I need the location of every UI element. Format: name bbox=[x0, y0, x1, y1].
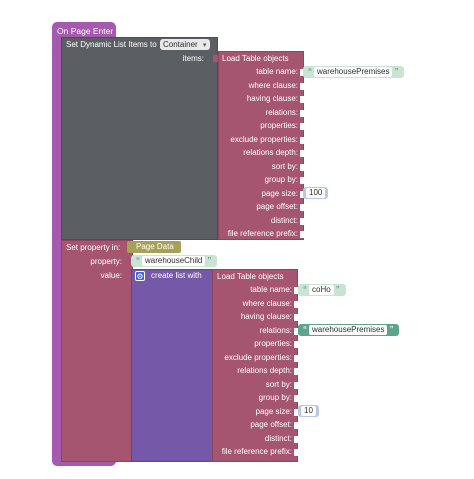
table-name-value-1[interactable]: “warehousePremises” bbox=[303, 66, 405, 78]
on-page-enter-label: On Page Enter bbox=[57, 26, 114, 36]
relations-text-2: warehousePremises bbox=[309, 325, 388, 335]
load-table_1-row-label: distinct: bbox=[270, 215, 298, 225]
load-table_2-input-slot[interactable] bbox=[294, 395, 299, 402]
page-size-text-1: 100 bbox=[306, 188, 326, 198]
set-property-block[interactable] bbox=[61, 240, 133, 462]
load-table_1-row-label: relations depth: bbox=[243, 148, 298, 157]
load-table_2-row-label: group by: bbox=[258, 393, 292, 402]
page-data-label: Page Data bbox=[136, 242, 174, 251]
quote-open-icon: “ bbox=[303, 285, 307, 294]
container-dropdown-value: Container bbox=[163, 40, 198, 49]
set-property-label: Set property in: bbox=[66, 243, 121, 252]
load-table_2-row-label: relations: bbox=[259, 325, 292, 335]
load-table_1-row-label: relations: bbox=[265, 107, 298, 117]
load-table_2-row-label: page offset: bbox=[250, 420, 292, 429]
load-table-title-1: Load Table objects bbox=[222, 54, 289, 63]
quote-close-icon: ” bbox=[394, 67, 399, 76]
load-table_2-input-slot[interactable] bbox=[294, 327, 299, 335]
quote-close-icon: ” bbox=[207, 256, 212, 265]
page-size-text-2: 10 bbox=[301, 406, 316, 416]
set-dynamic-list-block[interactable] bbox=[61, 37, 218, 240]
container-dropdown[interactable]: Container ▾ bbox=[160, 39, 210, 50]
table-name-text-2: coHo bbox=[309, 285, 334, 295]
page-size-value-1[interactable]: 100 bbox=[303, 187, 329, 199]
property-text: warehouseChild bbox=[142, 256, 206, 266]
load-table_2-input-slot[interactable] bbox=[294, 287, 299, 294]
load-table_2-row-label: page size: bbox=[255, 406, 292, 416]
load-table_1-input-slot[interactable] bbox=[300, 217, 305, 225]
load-table_2-input-slot[interactable] bbox=[294, 449, 299, 456]
load-table_2-input-slot[interactable] bbox=[294, 300, 299, 308]
items-input-slot bbox=[213, 55, 219, 62]
load-table_1-input-slot[interactable] bbox=[300, 69, 305, 76]
gear-icon[interactable]: ⚙ bbox=[135, 271, 145, 281]
page-data-block[interactable] bbox=[127, 241, 181, 253]
load-table_1-row-label: where clause: bbox=[248, 80, 298, 90]
load-table_1-row-label: file reference prefix: bbox=[227, 229, 298, 238]
table-name-text-1: warehousePremises bbox=[314, 67, 393, 77]
load-table_2-input-slot[interactable] bbox=[294, 314, 299, 321]
load-table_2-row-label: file reference prefix: bbox=[221, 447, 292, 456]
load-table_1-row-label: page offset: bbox=[256, 202, 298, 211]
load-table_1-input-slot[interactable] bbox=[300, 177, 305, 184]
load-table_2-row-label: sort by: bbox=[265, 379, 292, 389]
load-table_2-input-slot[interactable] bbox=[294, 408, 299, 416]
value-label: value: bbox=[100, 271, 122, 280]
load-table_1-input-slot[interactable] bbox=[300, 123, 305, 130]
items-label: items: bbox=[182, 54, 204, 63]
load-table_1-input-slot[interactable] bbox=[300, 163, 305, 171]
table-name-value-2[interactable]: “coHo” bbox=[298, 284, 346, 296]
load-table_1-input-slot[interactable] bbox=[300, 109, 305, 117]
load-table_1-row-label: exclude properties: bbox=[230, 134, 298, 144]
load-table_2-row-label: having clause: bbox=[240, 312, 292, 321]
property-value[interactable]: “warehouseChild” bbox=[131, 255, 218, 267]
load-table_1-row-label: page size: bbox=[261, 188, 298, 198]
load-table_1-row-label: group by: bbox=[264, 175, 298, 184]
page-size-value-2[interactable]: 10 bbox=[298, 405, 319, 417]
load-table_1-row-label: sort by: bbox=[271, 161, 298, 171]
load-table_1-row-label: having clause: bbox=[246, 94, 298, 103]
load-table_1-input-slot[interactable] bbox=[300, 231, 305, 238]
quote-open-icon: “ bbox=[308, 67, 312, 76]
create-list-label: create list with bbox=[151, 271, 202, 280]
load-table_2-row-label: relations depth: bbox=[237, 366, 292, 375]
quote-close-icon: ” bbox=[335, 285, 340, 294]
load-table-block-2[interactable] bbox=[212, 269, 298, 462]
load-table_1-input-slot[interactable] bbox=[300, 96, 305, 103]
load-table-title-2: Load Table objects bbox=[217, 272, 284, 281]
load-table_2-input-slot[interactable] bbox=[294, 341, 299, 348]
load-table_1-input-slot[interactable] bbox=[300, 136, 305, 144]
load-table_1-input-slot[interactable] bbox=[300, 190, 305, 198]
load-table_2-row-label: table name: bbox=[250, 285, 292, 294]
load-table_1-row-label: properties: bbox=[260, 121, 298, 130]
load-table_2-input-slot[interactable] bbox=[294, 368, 299, 375]
load-table_1-input-slot[interactable] bbox=[300, 204, 305, 211]
load-table_2-input-slot[interactable] bbox=[294, 381, 299, 389]
load-table_2-row-label: where clause: bbox=[242, 298, 292, 308]
load-table_1-input-slot[interactable] bbox=[300, 82, 305, 90]
quote-open-icon: “ bbox=[303, 325, 307, 334]
quote-close-icon: ” bbox=[389, 325, 394, 334]
property-label: property: bbox=[90, 257, 122, 266]
chevron-down-icon: ▾ bbox=[202, 42, 207, 49]
load-table_2-input-slot[interactable] bbox=[294, 422, 299, 429]
load-table_1-input-slot[interactable] bbox=[300, 150, 305, 157]
quote-open-icon: “ bbox=[136, 256, 140, 265]
load-table_2-row-label: properties: bbox=[254, 339, 292, 348]
load-table_2-row-label: distinct: bbox=[264, 433, 292, 443]
relations-value-2[interactable]: “warehousePremises” bbox=[298, 324, 400, 336]
load-table_1-row-label: table name: bbox=[256, 67, 298, 76]
load-table-block-1[interactable] bbox=[218, 51, 304, 240]
load-table_2-input-slot[interactable] bbox=[294, 435, 299, 443]
load-table_2-input-slot[interactable] bbox=[294, 354, 299, 362]
load-table_2-row-label: exclude properties: bbox=[224, 352, 292, 362]
set-dynamic-list-label: Set Dynamic List Items to bbox=[66, 40, 157, 49]
